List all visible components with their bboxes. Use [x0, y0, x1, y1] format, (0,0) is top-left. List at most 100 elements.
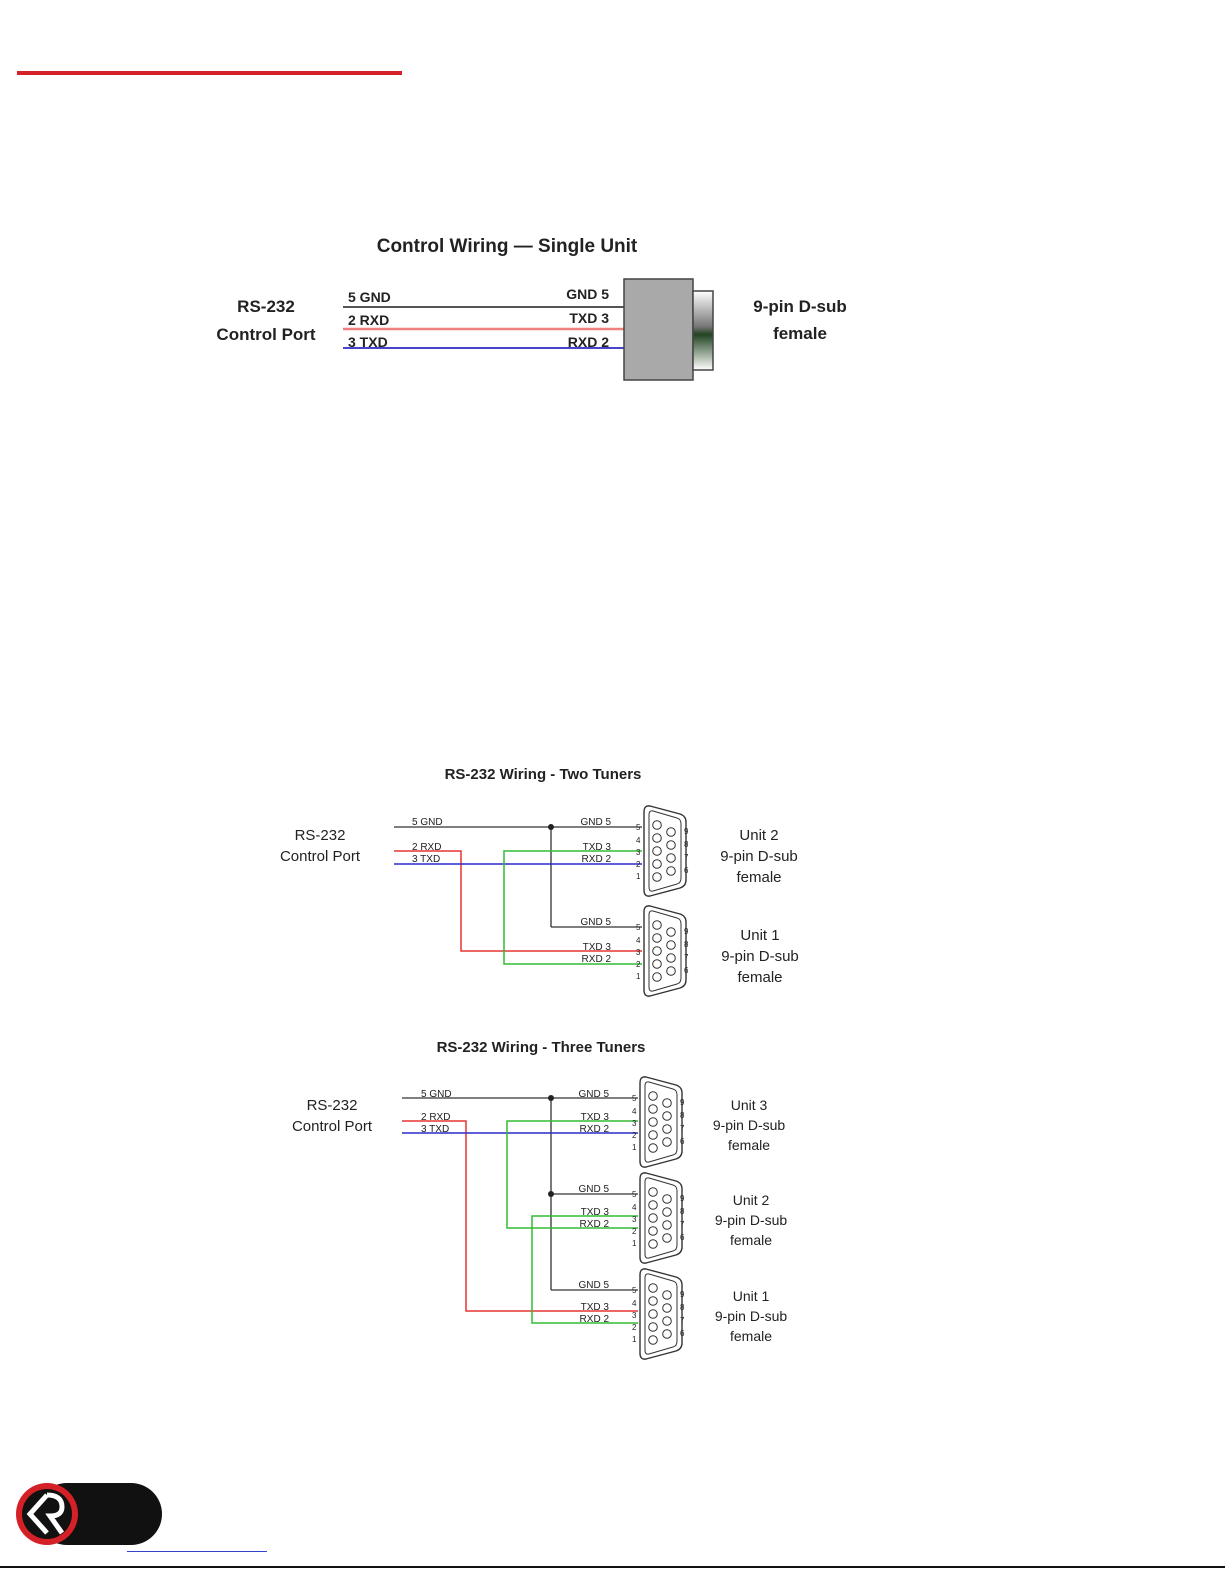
header-rule [17, 71, 402, 75]
single-connector-sublabel: female [773, 324, 827, 343]
svg-text:3: 3 [632, 1311, 637, 1320]
svg-text:8: 8 [684, 940, 689, 949]
two-unit1-pin-gnd: GND 5 [580, 917, 611, 928]
two-unit1-pin-txd: TXD 3 [583, 942, 612, 953]
three-unit1-pin-rxd: RXD 2 [580, 1314, 610, 1325]
three-unit2-type: 9-pin D-sub [715, 1212, 788, 1228]
three-unit2-label: Unit 2 [733, 1192, 770, 1208]
svg-text:1: 1 [636, 972, 641, 981]
three-unit1-dsub-connector [639, 1268, 683, 1360]
two-tuner-title: RS-232 Wiring - Two Tuners [445, 766, 642, 783]
svg-text:3: 3 [632, 1215, 637, 1224]
svg-text:9: 9 [680, 1290, 685, 1299]
single-port-sublabel: Control Port [216, 325, 315, 344]
two-unit1-type: 9-pin D-sub [721, 948, 799, 965]
two-unit2-label: Unit 2 [739, 827, 778, 844]
two-unit1-gender: female [737, 969, 782, 986]
svg-text:5: 5 [632, 1094, 637, 1103]
two-cross-wire [503, 850, 642, 965]
svg-text:7: 7 [680, 1124, 685, 1133]
svg-text:6: 6 [680, 1137, 685, 1146]
two-left-pin-txd: 3 TXD [412, 854, 440, 865]
svg-text:1: 1 [632, 1239, 637, 1248]
svg-text:1: 1 [632, 1143, 637, 1152]
svg-text:5: 5 [632, 1190, 637, 1199]
single-right-pin-rxd: RXD 2 [568, 334, 609, 350]
single-right-pin-gnd: GND 5 [566, 286, 609, 302]
three-unit3-type: 9-pin D-sub [713, 1117, 786, 1133]
three-unit3-gender: female [728, 1137, 770, 1153]
two-unit2-type: 9-pin D-sub [720, 848, 798, 865]
svg-text:7: 7 [684, 953, 689, 962]
svg-text:1: 1 [632, 1335, 637, 1344]
two-port-label: RS-232 [295, 827, 346, 844]
three-unit1-gender: female [730, 1328, 772, 1344]
single-left-pin-rxd: 2 RXD [348, 312, 389, 328]
svg-text:9: 9 [680, 1098, 685, 1107]
two-gnd-junction [548, 824, 554, 830]
single-port-label: RS-232 [237, 297, 295, 316]
three-unit3-pin-rxd: RXD 2 [580, 1124, 610, 1135]
three-unit1-type: 9-pin D-sub [715, 1308, 788, 1324]
three-unit1-pin-numbers: 54 32 1 98 76 [632, 1286, 685, 1344]
svg-text:5: 5 [636, 823, 641, 832]
svg-text:4: 4 [632, 1299, 637, 1308]
svg-text:2: 2 [636, 960, 641, 969]
svg-text:2: 2 [632, 1323, 637, 1332]
three-left-pin-rxd: 2 RXD [421, 1112, 450, 1123]
two-unit1-pin-numbers: 54 32 1 98 76 [636, 923, 689, 981]
three-unit2-pin-txd: TXD 3 [581, 1207, 610, 1218]
single-unit-diagram: Control Wiring — Single Unit RS-232 Cont… [216, 236, 847, 381]
three-left-pin-gnd: 5 GND [421, 1089, 452, 1100]
svg-text:7: 7 [684, 853, 689, 862]
svg-text:2: 2 [632, 1131, 637, 1140]
svg-text:5: 5 [632, 1286, 637, 1295]
single-dsub-connector [623, 278, 714, 381]
two-unit2-pin-txd: TXD 3 [583, 842, 612, 853]
two-left-pin-gnd: 5 GND [412, 817, 443, 828]
svg-text:5: 5 [636, 923, 641, 932]
svg-text:4: 4 [636, 936, 641, 945]
single-left-pin-txd: 3 TXD [348, 334, 388, 350]
three-unit2-pin-rxd: RXD 2 [580, 1219, 610, 1230]
svg-text:3: 3 [636, 848, 641, 857]
two-rxd-wire [394, 850, 642, 952]
three-unit2-pin-gnd: GND 5 [578, 1184, 609, 1195]
svg-text:4: 4 [636, 836, 641, 845]
svg-text:1: 1 [636, 872, 641, 881]
three-unit3-pin-txd: TXD 3 [581, 1112, 610, 1123]
svg-text:9: 9 [680, 1194, 685, 1203]
svg-text:6: 6 [680, 1233, 685, 1242]
single-unit-title: Control Wiring — Single Unit [377, 236, 638, 257]
svg-text:6: 6 [684, 966, 689, 975]
single-connector-label: 9-pin D-sub [753, 297, 847, 316]
single-right-pin-txd: TXD 3 [569, 310, 609, 326]
svg-text:6: 6 [684, 866, 689, 875]
three-rxd-wire [402, 1120, 638, 1312]
three-left-pin-txd: 3 TXD [421, 1124, 449, 1135]
svg-text:6: 6 [680, 1329, 685, 1338]
two-unit2-gender: female [736, 869, 781, 886]
footer-link-underline[interactable] [127, 1551, 267, 1552]
svg-text:8: 8 [680, 1111, 685, 1120]
two-unit1-dsub-connector [643, 905, 687, 997]
three-cross-wire-a [506, 1120, 638, 1229]
three-unit3-label: Unit 3 [731, 1097, 768, 1113]
three-unit1-pin-gnd: GND 5 [578, 1280, 609, 1291]
two-unit2-pin-rxd: RXD 2 [582, 854, 612, 865]
two-unit2-pin-gnd: GND 5 [580, 817, 611, 828]
svg-text:8: 8 [680, 1207, 685, 1216]
three-tuner-diagram: RS-232 Wiring - Three Tuners RS-232 Cont… [292, 1039, 788, 1360]
single-left-pin-gnd: 5 GND [348, 289, 391, 305]
three-cross-wire-b [531, 1215, 638, 1324]
svg-text:3: 3 [632, 1119, 637, 1128]
three-unit2-dsub-connector [639, 1172, 683, 1264]
three-unit1-label: Unit 1 [733, 1288, 770, 1304]
three-unit3-pin-gnd: GND 5 [578, 1089, 609, 1100]
two-unit2-pin-numbers: 54 32 1 98 76 [636, 823, 689, 881]
two-tuner-diagram: RS-232 Wiring - Two Tuners RS-232 Contro… [280, 766, 799, 997]
three-unit3-pin-numbers: 54 32 1 98 76 [632, 1094, 685, 1152]
svg-text:2: 2 [636, 860, 641, 869]
two-unit2-dsub-connector [643, 805, 687, 897]
